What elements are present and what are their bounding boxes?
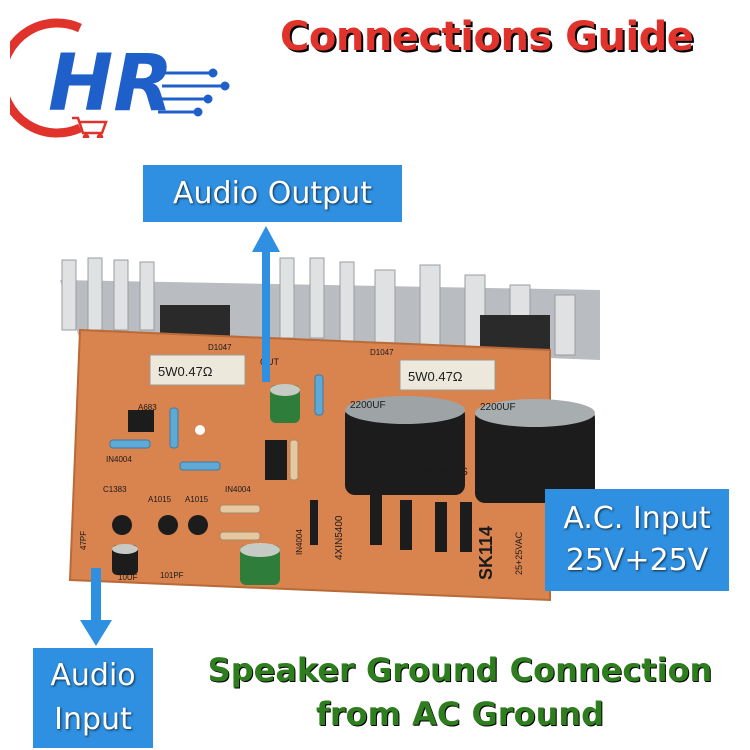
cap-101pf-label: 101PF (160, 571, 184, 580)
supply-capacitor (240, 543, 280, 585)
in4004-label-3: IN4004 (295, 529, 304, 555)
c1383-label: C1383 (103, 485, 127, 494)
transistor-a683 (128, 410, 154, 432)
in4004-label-2: IN4004 (225, 485, 251, 494)
a1015-label-2: A1015 (185, 495, 209, 504)
input-capacitor (112, 544, 138, 575)
note-line2: from AC Ground (315, 695, 605, 733)
note-line1: Speaker Ground Connection (207, 651, 713, 689)
cap-left-label: 2200UF (350, 400, 386, 411)
transistor-small-1 (112, 515, 132, 535)
resistor-right-label: 5W0.47Ω (408, 369, 463, 384)
audio-input-label: Audio Input (33, 648, 153, 748)
ac-input-line2: 25V+25V (565, 543, 709, 578)
ac-marking-label: 25+25VAC (514, 531, 524, 575)
audio-input-line1: Audio (50, 658, 136, 693)
filter-capacitor-right (475, 399, 595, 503)
ac-input-label: A.C. Input 25V+25V (545, 489, 729, 591)
ground-connection-note: Speaker Ground Connection from AC Ground (180, 648, 740, 736)
filter-capacitor-left (345, 396, 465, 495)
rectifier-diodes (310, 495, 472, 552)
output-capacitor (270, 384, 300, 423)
audio-output-label: Audio Output (143, 165, 402, 222)
transistor-small-3 (188, 515, 208, 535)
cap-right-label: 2200UF (480, 402, 516, 413)
audio-output-arrow-icon (252, 226, 280, 382)
a683-label: A683 (138, 403, 157, 412)
brand-partial: RONICS (425, 466, 468, 478)
shopping-cart-icon (72, 116, 108, 141)
brand-logo: HR (0, 18, 240, 141)
audio-input-arrow-icon (80, 568, 112, 646)
cap-47pf-label: 47PF (79, 531, 88, 550)
d1047-label-2: D1047 (370, 348, 394, 357)
bias-resistors (219, 439, 299, 541)
cap-10uf-label: 10UF (118, 573, 138, 582)
amplifier-board: 5W0.47Ω 5W0.47Ω D1047 D1047 OUT 2200UF 2… (40, 230, 620, 620)
ac-input-line1: A.C. Input (563, 501, 711, 536)
a1015-label-1: A1015 (148, 495, 172, 504)
logo-text: HR (48, 39, 173, 129)
audio-input-line2: Input (54, 702, 132, 737)
resistor-left-label: 5W0.47Ω (158, 364, 213, 379)
d1047-label-1: D1047 (208, 343, 232, 352)
rectifier-label: 4XIN5400 (334, 515, 345, 560)
page-title: Connections Guide (280, 14, 694, 60)
logo-graphic: HR (0, 18, 230, 141)
transistor-small-2 (158, 515, 178, 535)
power-resistor-left (149, 354, 246, 386)
transistor-c1383 (265, 440, 287, 480)
in4004-label-1: IN4004 (106, 455, 132, 464)
board-graphic: 5W0.47Ω 5W0.47Ω D1047 D1047 OUT 2200UF 2… (60, 257, 600, 602)
mounting-hole (195, 425, 205, 435)
model-label: SK114 (476, 526, 496, 580)
circuit-traces-icon (158, 68, 230, 117)
power-resistor-right (399, 359, 496, 391)
signal-resistors (109, 374, 324, 471)
